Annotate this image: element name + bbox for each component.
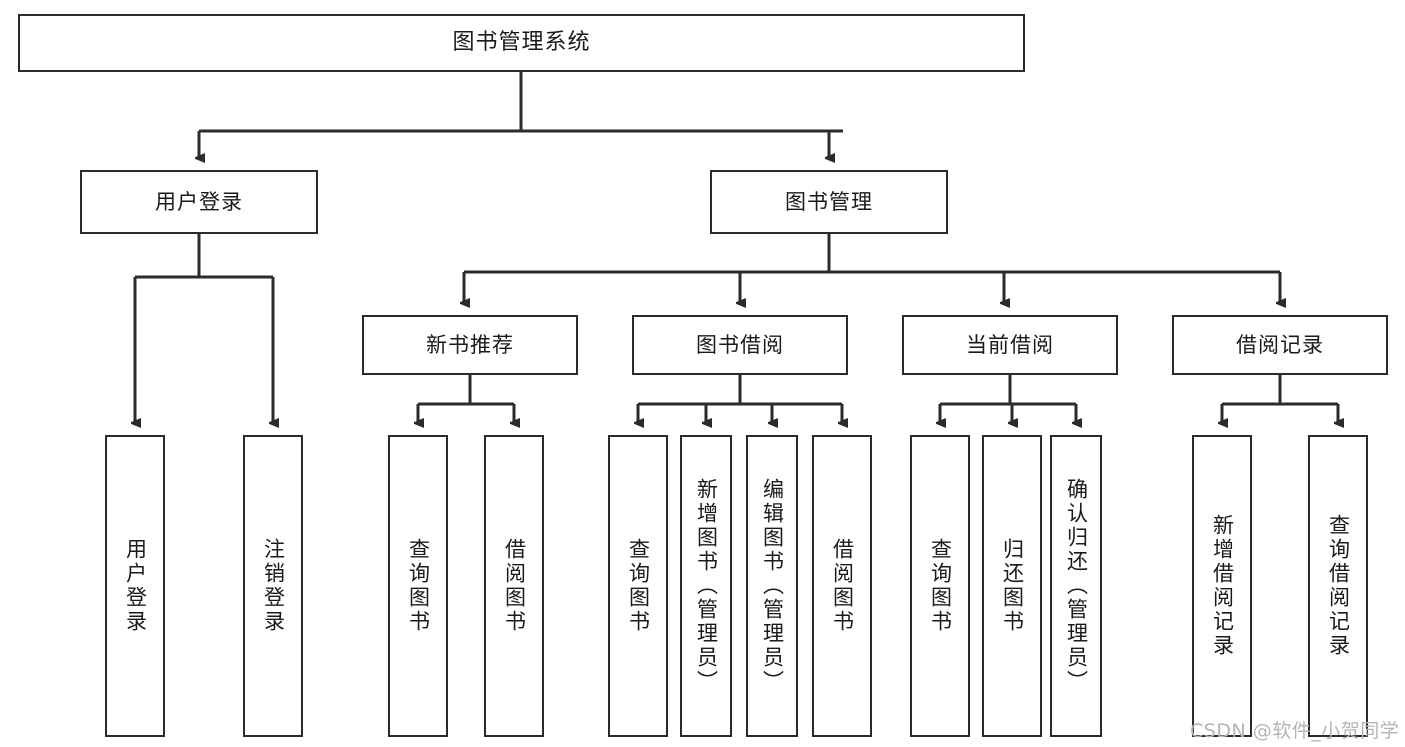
node-book-manage-label: 图书管理 — [785, 189, 873, 214]
node-root-system-label: 图书管理系统 — [452, 30, 591, 56]
leaf-add-book-admin-label: 新增图书（管理员） — [694, 478, 719, 694]
leaf-edit-book-admin-label: 编辑图书（管理员） — [760, 478, 785, 694]
leaf-return-book[interactable]: 归还图书 — [982, 435, 1042, 737]
leaf-edit-book-admin[interactable]: 编辑图书（管理员） — [746, 435, 798, 737]
leaf-logout[interactable]: 注销登录 — [243, 435, 303, 737]
node-borrow-record-label: 借阅记录 — [1236, 332, 1324, 357]
leaf-query-book-borrow-label: 查询图书 — [626, 538, 651, 634]
leaf-query-book-borrow[interactable]: 查询图书 — [608, 435, 668, 737]
node-user-login[interactable]: 用户登录 — [80, 170, 318, 234]
leaf-user-login-label: 用户登录 — [123, 538, 148, 634]
leaf-query-book-rec-label: 查询图书 — [406, 538, 431, 634]
node-book-borrow-label: 图书借阅 — [696, 332, 784, 357]
leaf-query-book-current[interactable]: 查询图书 — [910, 435, 970, 737]
node-borrow-record[interactable]: 借阅记录 — [1172, 315, 1388, 375]
node-root-system[interactable]: 图书管理系统 — [18, 14, 1025, 72]
node-current-borrow-label: 当前借阅 — [966, 332, 1054, 357]
leaf-query-book-rec[interactable]: 查询图书 — [388, 435, 448, 737]
leaf-query-borrow-record[interactable]: 查询借阅记录 — [1308, 435, 1368, 737]
leaf-borrow-book[interactable]: 借阅图书 — [812, 435, 872, 737]
leaf-return-book-label: 归还图书 — [1000, 538, 1025, 634]
node-new-book-recommend-label: 新书推荐 — [426, 332, 514, 357]
csdn-watermark: CSDN @软件_小贺同学 — [1190, 720, 1400, 742]
node-new-book-recommend[interactable]: 新书推荐 — [362, 315, 578, 375]
leaf-add-borrow-record-label: 新增借阅记录 — [1210, 514, 1235, 658]
node-book-manage[interactable]: 图书管理 — [710, 170, 948, 234]
leaf-borrow-book-label: 借阅图书 — [830, 538, 855, 634]
leaf-logout-label: 注销登录 — [261, 538, 286, 634]
leaf-borrow-book-rec-label: 借阅图书 — [502, 538, 527, 634]
leaf-add-borrow-record[interactable]: 新增借阅记录 — [1192, 435, 1252, 737]
leaf-borrow-book-rec[interactable]: 借阅图书 — [484, 435, 544, 737]
node-user-login-label: 用户登录 — [155, 189, 243, 214]
leaf-query-borrow-record-label: 查询借阅记录 — [1326, 514, 1351, 658]
leaf-user-login[interactable]: 用户登录 — [105, 435, 165, 737]
leaf-add-book-admin[interactable]: 新增图书（管理员） — [680, 435, 732, 737]
node-book-borrow[interactable]: 图书借阅 — [632, 315, 848, 375]
node-current-borrow[interactable]: 当前借阅 — [902, 315, 1118, 375]
leaf-confirm-return-admin[interactable]: 确认归还（管理员） — [1050, 435, 1102, 737]
leaf-query-book-current-label: 查询图书 — [928, 538, 953, 634]
leaf-confirm-return-admin-label: 确认归还（管理员） — [1064, 478, 1089, 694]
